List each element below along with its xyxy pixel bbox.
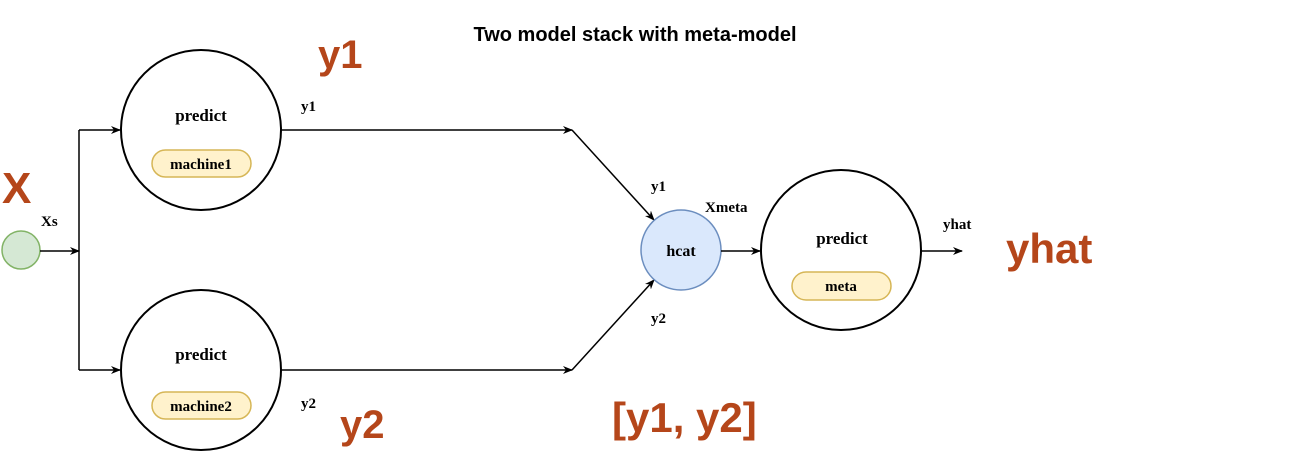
input-edge-label: Xs <box>41 214 58 230</box>
diagram-title: Two model stack with meta-model <box>473 24 796 46</box>
model1-output-label: y1 <box>301 99 316 115</box>
hcat-input-edge-1 <box>571 129 655 221</box>
model2-op-label: predict <box>175 345 227 364</box>
xmeta-label: Xmeta <box>705 200 748 216</box>
meta-machine-pill <box>791 271 892 301</box>
hcat-input-label-1: y1 <box>651 179 666 195</box>
model1-machine-label: machine1 <box>170 157 232 173</box>
annotation-y2: y2 <box>340 403 385 447</box>
model2-node[interactable]: predict machine2 <box>120 289 282 451</box>
model1-node[interactable]: predict machine1 <box>120 49 282 211</box>
model2-output-label: y2 <box>301 396 316 412</box>
annotation-yhat: yhat <box>1006 225 1092 272</box>
yhat-label: yhat <box>943 217 971 233</box>
hcat-label: hcat <box>666 243 696 260</box>
hcat-input-label-2: y2 <box>651 311 666 327</box>
input-node[interactable] <box>1 230 41 270</box>
annotation-x: X <box>2 164 31 213</box>
model2-machine-label: machine2 <box>170 399 232 415</box>
meta-node[interactable]: predict meta <box>760 169 922 331</box>
model1-machine-pill <box>151 149 252 178</box>
model1-op-label: predict <box>175 106 227 125</box>
meta-op-label: predict <box>816 229 868 248</box>
annotation-concat: [y1, y2] <box>612 394 757 441</box>
annotation-y1: y1 <box>318 33 363 77</box>
model2-machine-pill <box>151 391 252 420</box>
meta-machine-label: meta <box>825 279 857 295</box>
hcat-input-edge-2 <box>571 279 655 371</box>
hcat-node[interactable]: hcat <box>640 209 722 291</box>
